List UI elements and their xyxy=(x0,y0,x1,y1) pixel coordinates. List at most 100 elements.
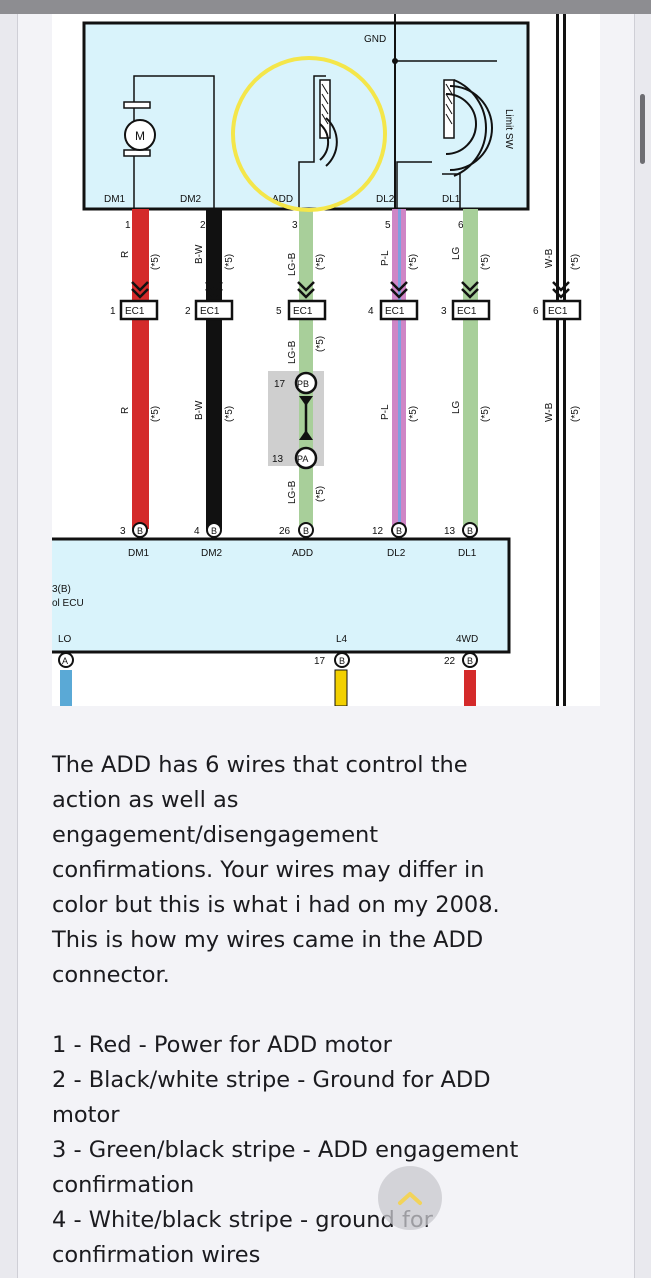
svg-text:LG-B: LG-B xyxy=(287,252,298,276)
svg-text:B-W: B-W xyxy=(194,400,205,420)
ecu-pin-dm2: DM2 xyxy=(201,548,223,559)
ecu-pin-dl2: DL2 xyxy=(387,548,406,559)
ecu-name-line1: 3(B) xyxy=(52,584,71,595)
list-line: 3 - Green/black stripe - ADD engagement xyxy=(52,1137,519,1163)
svg-text:EC1: EC1 xyxy=(548,306,568,317)
paragraph-line: The ADD has 6 wires that control the xyxy=(52,752,468,778)
svg-text:B-W: B-W xyxy=(194,244,205,264)
svg-text:6: 6 xyxy=(533,306,539,317)
svg-text:R: R xyxy=(120,251,131,258)
motor-label: M xyxy=(135,129,145,143)
svg-text:17: 17 xyxy=(274,379,286,390)
post-body: The ADD has 6 wires that control the act… xyxy=(52,748,612,1273)
svg-text:4: 4 xyxy=(368,306,374,317)
svg-text:B: B xyxy=(303,526,309,536)
svg-text:B: B xyxy=(137,526,143,536)
svg-text:EC1: EC1 xyxy=(293,306,313,317)
svg-text:(*5): (*5) xyxy=(480,406,491,422)
svg-text:(*5): (*5) xyxy=(150,254,161,270)
svg-text:3: 3 xyxy=(292,220,298,231)
svg-text:6: 6 xyxy=(458,220,464,231)
svg-text:(*5): (*5) xyxy=(570,254,581,270)
svg-text:P-L: P-L xyxy=(380,404,391,420)
svg-text:EC1: EC1 xyxy=(125,306,145,317)
browser-top-bar xyxy=(0,0,651,14)
svg-text:(*5): (*5) xyxy=(480,254,491,270)
svg-text:A: A xyxy=(62,656,68,666)
wiring-diagram-image: GND Limit SW M DM1 DM2 ADD DL2 DL1 1 2 3… xyxy=(52,14,600,706)
svg-text:B: B xyxy=(396,526,402,536)
paragraph-line: confirmations. Your wires may differ in xyxy=(52,857,485,883)
top-pin-add: ADD xyxy=(272,194,293,205)
svg-text:4: 4 xyxy=(194,526,200,537)
paragraph-line: connector. xyxy=(52,962,170,988)
gnd-label: GND xyxy=(364,34,386,45)
svg-text:1: 1 xyxy=(125,220,131,231)
list-line: confirmation wires xyxy=(52,1242,261,1268)
svg-text:PB: PB xyxy=(297,379,309,389)
svg-text:(*5): (*5) xyxy=(408,406,419,422)
list-line: 4 - White/black stripe - ground for xyxy=(52,1207,433,1233)
svg-text:12: 12 xyxy=(372,526,384,537)
svg-text:LG: LG xyxy=(451,246,462,260)
svg-text:5: 5 xyxy=(385,220,391,231)
paragraph-line: engagement/disengagement xyxy=(52,822,379,848)
chevron-up-icon xyxy=(398,1192,422,1205)
motor-symbol xyxy=(124,119,156,151)
top-pin-dm2: DM2 xyxy=(180,194,202,205)
wire-red xyxy=(132,209,149,529)
svg-text:LG-B: LG-B xyxy=(287,340,298,364)
svg-text:2: 2 xyxy=(185,306,191,317)
scroll-to-top-button[interactable] xyxy=(378,1166,442,1230)
svg-text:LG: LG xyxy=(451,400,462,414)
svg-text:P-L: P-L xyxy=(380,250,391,266)
svg-text:EC1: EC1 xyxy=(457,306,477,317)
svg-text:(*5): (*5) xyxy=(224,254,235,270)
svg-text:B: B xyxy=(339,656,345,666)
ecu-pin-4wd: 4WD xyxy=(456,634,478,645)
svg-text:R: R xyxy=(120,407,131,414)
svg-text:EC1: EC1 xyxy=(200,306,220,317)
svg-text:W-B: W-B xyxy=(544,248,555,268)
top-pin-dm1: DM1 xyxy=(104,194,126,205)
svg-text:EC1: EC1 xyxy=(385,306,405,317)
svg-text:(*5): (*5) xyxy=(408,254,419,270)
list-line: 1 - Red - Power for ADD motor xyxy=(52,1032,392,1058)
ecu-pin-dl1: DL1 xyxy=(458,548,477,559)
svg-text:1: 1 xyxy=(110,306,116,317)
svg-text:(*5): (*5) xyxy=(224,406,235,422)
svg-text:17: 17 xyxy=(314,656,326,667)
svg-text:(*5): (*5) xyxy=(315,336,326,352)
top-pin-dl1: DL1 xyxy=(442,194,461,205)
wire-black-white xyxy=(206,209,222,529)
wire-green-black xyxy=(299,209,313,529)
svg-text:13: 13 xyxy=(272,454,284,465)
ecu-pin-lo: LO xyxy=(58,634,72,645)
svg-text:26: 26 xyxy=(279,526,291,537)
paragraph-line: This is how my wires came in the ADD xyxy=(52,927,484,953)
scrollbar-thumb[interactable] xyxy=(640,94,645,164)
list-line: confirmation xyxy=(52,1172,195,1198)
ecu-pin-dm1: DM1 xyxy=(128,548,150,559)
wire-white-black xyxy=(563,14,566,706)
ecu-name-line2: ol ECU xyxy=(52,598,84,609)
svg-text:B: B xyxy=(211,526,217,536)
top-pin-dl2: DL2 xyxy=(376,194,395,205)
paragraph-line: color but this is what i had on my 2008. xyxy=(52,892,500,918)
svg-text:(*5): (*5) xyxy=(315,254,326,270)
ecu-box xyxy=(52,537,511,654)
ecu-pin-add: ADD xyxy=(292,548,313,559)
svg-text:(*5): (*5) xyxy=(315,486,326,502)
paragraph-gap xyxy=(52,993,612,1028)
svg-text:13: 13 xyxy=(444,526,456,537)
svg-text:(*5): (*5) xyxy=(150,406,161,422)
list-line: motor xyxy=(52,1102,120,1128)
ec1-connector xyxy=(119,299,159,321)
svg-text:LG-B: LG-B xyxy=(287,480,298,504)
svg-text:W-B: W-B xyxy=(544,402,555,422)
svg-text:3: 3 xyxy=(441,306,447,317)
list-line: 2 - Black/white stripe - Ground for ADD xyxy=(52,1067,491,1093)
svg-text:22: 22 xyxy=(444,656,456,667)
svg-text:(*5): (*5) xyxy=(570,406,581,422)
svg-text:5: 5 xyxy=(276,306,282,317)
